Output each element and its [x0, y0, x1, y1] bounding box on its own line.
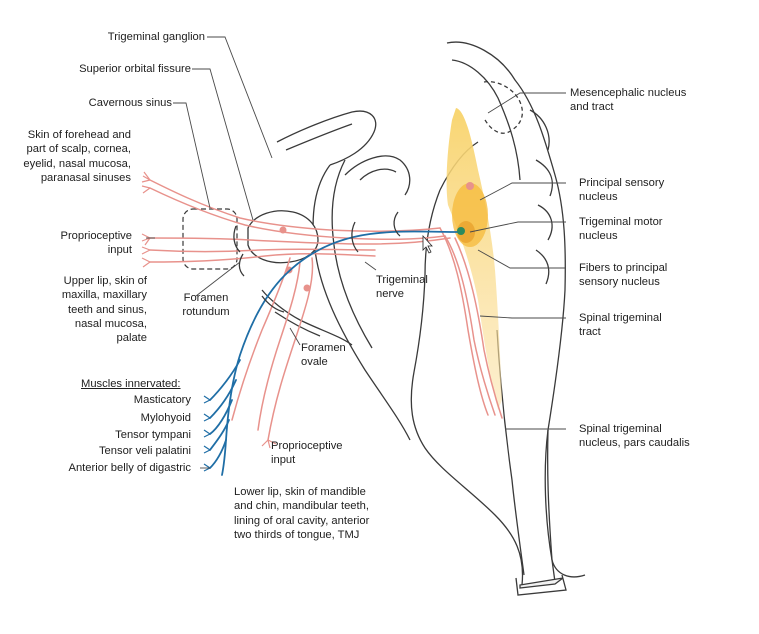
label-trigeminal-nerve: Trigeminal nerve [376, 274, 428, 301]
label-principal-sensory: Principal sensory nucleus [579, 177, 665, 204]
muscle-item: Tensor veli palatini [98, 445, 191, 457]
cavernous-sinus-box [182, 208, 238, 270]
muscle-item: Masticatory [133, 394, 191, 406]
label-cavernous-sinus: Cavernous sinus [88, 97, 172, 109]
muscle-item: Tensor tympani [115, 429, 191, 441]
label-spinal-tract: Spinal trigeminal tract [579, 312, 662, 339]
leader-lines [146, 36, 566, 469]
motor-nucleus-dot [457, 227, 465, 235]
cell-bodies [279, 182, 474, 292]
label-foramen-rotundum: Foramen rotundum [182, 292, 230, 319]
sensory-fibers [149, 179, 503, 441]
skull-outline [261, 110, 411, 441]
muscle-item: Anterior belly of digastric [68, 462, 192, 474]
label-spinal-nucleus: Spinal trigeminal nucleus, pars caudalis [579, 423, 690, 450]
mouse-cursor-icon [422, 234, 433, 254]
muscle-item: Mylohyoid [140, 412, 191, 424]
label-lower-lip: Lower lip, skin of mandible and chin, ma… [234, 486, 370, 541]
nucleus-column-region [446, 108, 502, 410]
brainstem-outline [410, 41, 586, 596]
sensory-endings [141, 171, 277, 449]
trigeminal-motor-region [457, 221, 475, 243]
label-mesencephalic: Mesencephalic nucleus and tract [570, 87, 687, 114]
label-foramen-ovale: Foramen ovale [301, 342, 346, 369]
label-proprioceptive-input-upper: Proprioceptive input [60, 230, 132, 257]
label-fibers-principal: Fibers to principal sensory nucleus [579, 262, 668, 289]
motor-fibers [209, 230, 461, 476]
label-proprioceptive-input-lower: Proprioceptive input [271, 440, 343, 467]
label-trigeminal-motor: Trigeminal motor nucleus [579, 216, 663, 243]
label-skin-forehead: Skin of forehead and part of scalp, corn… [23, 129, 131, 184]
label-trigeminal-ganglion: Trigeminal ganglion [107, 31, 205, 43]
label-upper-lip: Upper lip, skin of maxilla, maxillary te… [61, 275, 147, 345]
muscles-heading: Muscles innervated: [81, 378, 181, 390]
motor-endings [203, 395, 211, 472]
label-superior-orbital-fissure: Superior orbital fissure [79, 63, 191, 75]
foramina-arcs [233, 211, 401, 313]
